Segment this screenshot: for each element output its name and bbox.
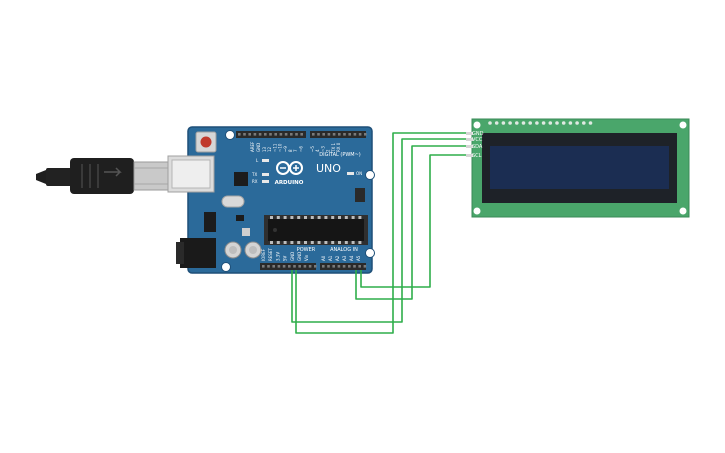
digital-pin-label-b-3: 2 [326,149,331,152]
lcd-pin-label-gnd: GND [472,131,484,137]
mount-hole [365,170,375,180]
digital-pin-label-b-0: ~5 [310,146,315,152]
usb-interface-chip [234,172,248,186]
digital-pin-label-6: 7 [293,149,298,152]
lcd-pin-label-vcc: VCC [472,137,483,143]
usb-plug-body [70,158,134,194]
lcd-pin-label-scl: SCL [472,153,482,159]
usb-cable-end [36,170,46,184]
power-pin-label-2: 3.3V [275,252,280,261]
power-pin-label-4: GND [290,252,295,261]
power-pin-label-6: Vin [304,254,309,261]
power-pin-label-1: RESET [268,248,273,261]
digital-pin-label-4: ~9 [283,146,288,152]
atmega328-chip [268,219,364,241]
digital-pin-label-5: 8 [288,149,293,152]
lcd-pin-scl[interactable] [466,154,473,157]
analog-pin-label-4: A4 [349,255,354,261]
digital-pin-label-1: 12 [267,146,272,152]
digital-pin-label-7: ~6 [298,146,303,152]
arduino-brand-text: ARDUINO [275,180,304,186]
digital-pin-label-2: ~11 [272,143,277,152]
lcd-top-pads [488,121,593,125]
uno-model-text: UNO [316,162,341,175]
analog-in-label: ANALOG IN [330,247,358,253]
analog-pin-label-1: A1 [328,255,333,261]
wires[interactable] [291,132,466,334]
digital-pin-label-b-4: TX 1 [331,143,336,153]
reset-button-cap[interactable] [200,136,212,148]
led-on-label: ON [356,171,362,176]
digital-pin-label-b-2: ~3 [320,146,325,152]
led-tx [262,173,269,176]
crystal-oscillator [221,195,245,208]
led-on [347,172,354,175]
led-l-label: L [256,158,259,163]
voltage-regulator [204,212,216,232]
gnd-top-label: GND [256,143,261,152]
led-l [262,159,269,162]
lcd-screen [490,146,669,189]
digital-pin-label-0: 13 [262,146,267,152]
power-label: POWER [297,247,316,253]
usb-cable-strain-relief [46,168,72,186]
mount-hole [679,207,687,215]
mount-hole [473,121,481,129]
lcd-pin-gnd[interactable] [466,132,473,135]
wire-gnd[interactable] [295,132,466,334]
mount-hole [225,130,235,140]
power-pin-label-5: GND [297,252,302,261]
digital-pwm-label: DIGITAL (PWM~) [319,152,361,158]
lcd-pin-vcc[interactable] [466,138,473,141]
mount-hole [365,248,375,258]
led-rx-label: RX [252,179,258,184]
power-pin-label-0: IOREF [261,248,266,261]
wire-vcc[interactable] [291,138,466,323]
lcd-pin-label-sda: SDA [472,144,483,150]
mount-hole [473,207,481,215]
lcd-pin-sda[interactable] [466,145,473,148]
dc-power-jack[interactable] [180,238,216,268]
icsp-header[interactable] [355,188,365,202]
wire-scl[interactable] [360,154,466,288]
digital-pin-label-b-5: RX 0 [336,142,341,152]
led-rx [262,180,269,183]
wire-sda[interactable] [355,145,466,300]
arduino-logo: ARDUINO [275,161,304,186]
led-tx-label: TX [251,172,257,177]
usb-cable[interactable] [36,158,171,194]
analog-pin-label-2: A2 [335,255,340,261]
digital-pin-label-b-1: 4 [315,149,320,152]
aref-label: AREF [250,141,255,152]
mount-hole [679,121,687,129]
usb-symbol-icon [104,167,122,177]
mount-hole [221,262,231,272]
analog-pin-label-0: A0 [321,255,326,261]
digital-pin-label-3: ~10 [278,143,283,152]
power-pin-label-3: 5V [283,255,288,261]
usb-connector-metal [133,161,171,191]
analog-pin-label-5: A5 [356,255,361,261]
analog-pin-label-3: A3 [342,255,347,261]
